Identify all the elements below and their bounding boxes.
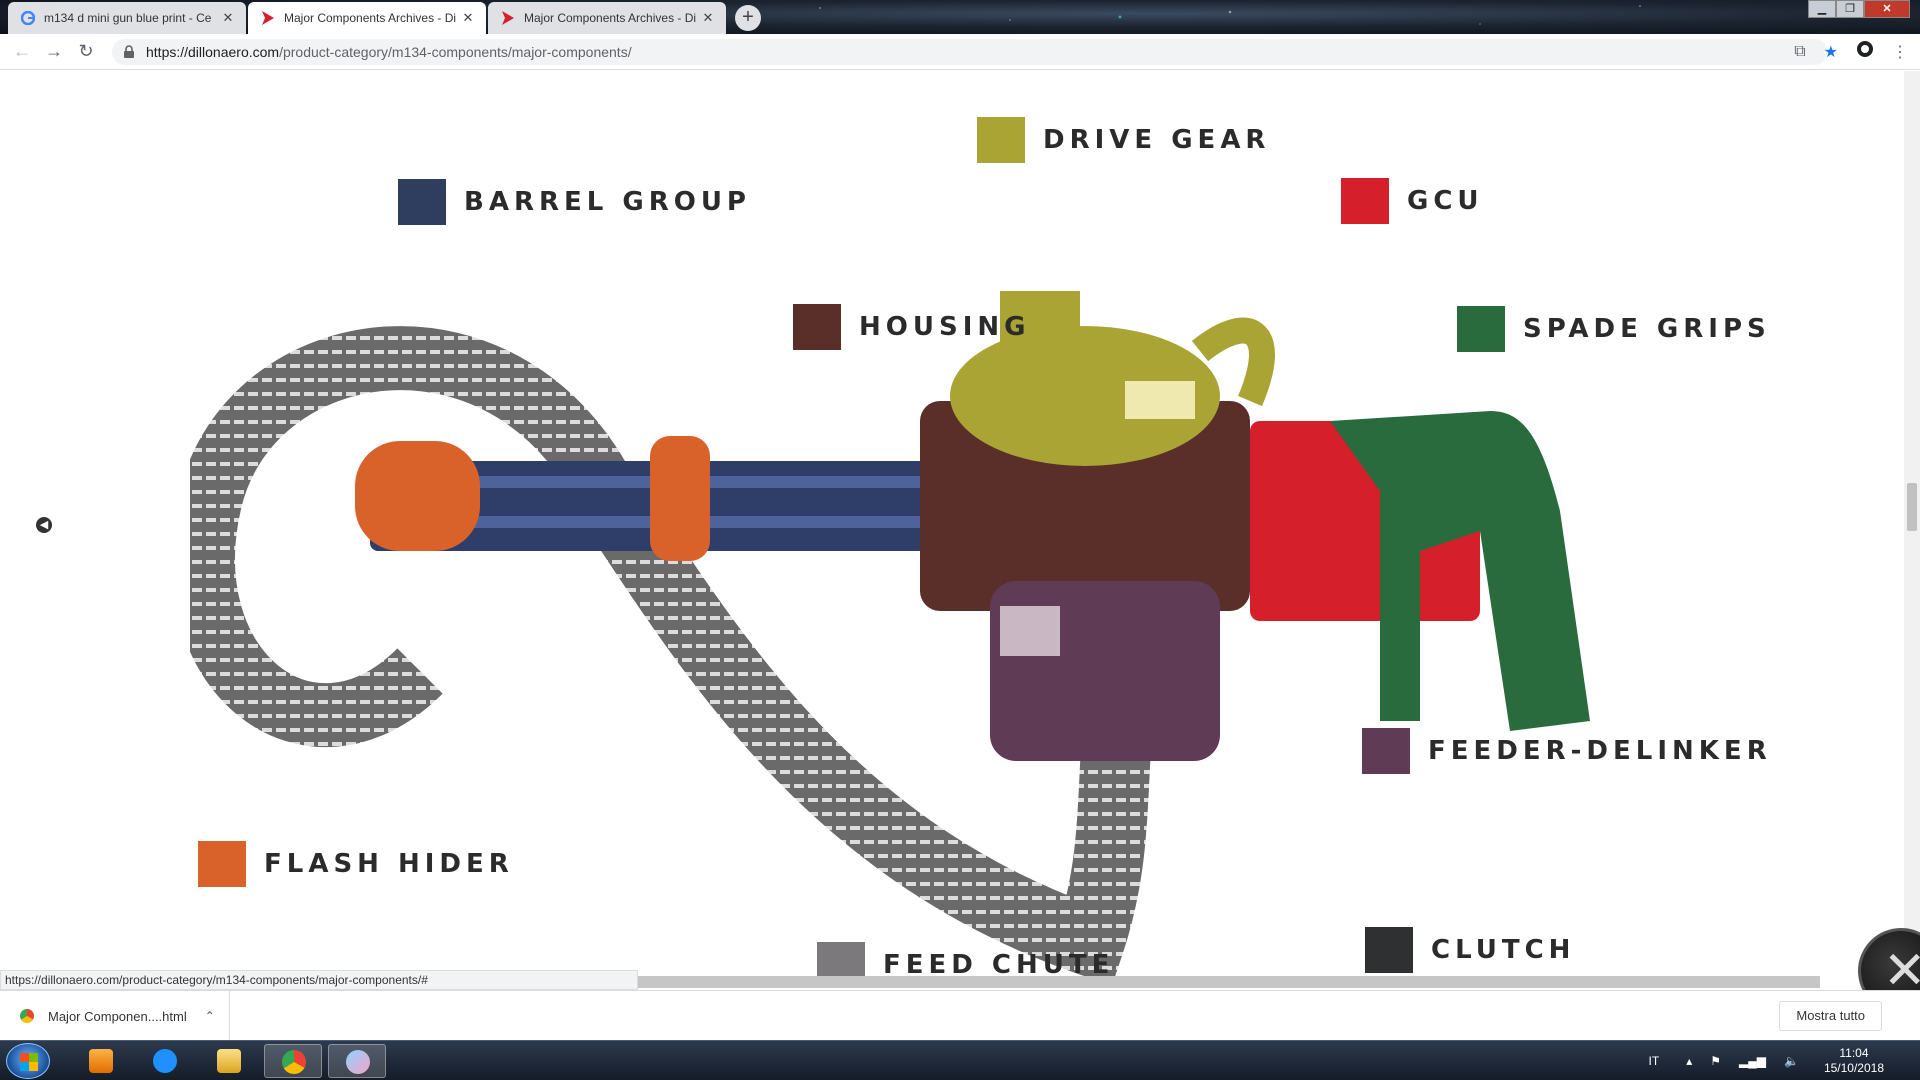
network-signal-icon[interactable]: ▂▄▆ bbox=[1739, 1054, 1766, 1068]
taskbar-file-explorer[interactable] bbox=[200, 1044, 258, 1078]
download-filename: Major Componen....html bbox=[48, 1008, 187, 1024]
media-player-icon bbox=[89, 1049, 113, 1073]
feed-chute-swatch bbox=[817, 942, 865, 976]
feed-chute-part bbox=[580, 481, 1155, 976]
drive-gear-part bbox=[950, 326, 1220, 466]
vertical-scrollbar[interactable] bbox=[1904, 71, 1920, 976]
download-shelf: Major Componen....html ⌃ Mostra tutto bbox=[0, 990, 1920, 1041]
tab-title: m134 d mini gun blue print - Ce bbox=[44, 11, 212, 25]
taskbar-chrome[interactable] bbox=[264, 1044, 322, 1078]
bookmark-star-icon[interactable]: ★ bbox=[1823, 43, 1838, 61]
back-circle-icon[interactable]: ◀ bbox=[36, 517, 52, 533]
drive-gear-swatch bbox=[977, 117, 1025, 163]
close-window-button[interactable]: ✕ bbox=[1864, 0, 1910, 18]
close-tab-icon[interactable]: ✕ bbox=[702, 10, 714, 25]
tab-major-components[interactable]: Major Components Archives - Di ✕ bbox=[488, 2, 726, 34]
barrel-group-swatch bbox=[398, 179, 446, 225]
chevron-up-icon[interactable]: ⌃ bbox=[204, 1009, 215, 1023]
feed-chute-part bbox=[190, 326, 639, 748]
label-flash-hider: FLASH HIDER bbox=[198, 841, 514, 887]
lock-icon bbox=[124, 45, 134, 58]
spade-grips-swatch bbox=[1457, 306, 1505, 352]
volume-icon[interactable]: 🔈 bbox=[1783, 1054, 1799, 1068]
browser-toolbar: ← → ↻ https://dillonaero.com/product-cat… bbox=[0, 34, 1920, 70]
windows-logo-icon bbox=[20, 1053, 38, 1071]
window-title-bar: m134 d mini gun blue print - Ce ✕ Major … bbox=[0, 0, 1920, 34]
taskbar-internet-explorer[interactable] bbox=[136, 1044, 194, 1078]
language-indicator[interactable]: IT bbox=[1648, 1054, 1660, 1068]
vertical-scroll-thumb[interactable] bbox=[1907, 483, 1917, 531]
tab-title: Major Components Archives - Di bbox=[284, 11, 457, 25]
chrome-file-icon bbox=[20, 1009, 34, 1023]
label-clutch: CLUTCH bbox=[1365, 927, 1575, 973]
taskbar-paint[interactable] bbox=[328, 1044, 386, 1078]
show-all-button[interactable]: Mostra tutto bbox=[1779, 1001, 1882, 1031]
spade-grips-part bbox=[1330, 411, 1590, 731]
new-tab-button[interactable]: + bbox=[735, 5, 761, 31]
label-text: CLUTCH bbox=[1431, 935, 1576, 965]
barrel-clamp-part bbox=[650, 436, 710, 561]
horizontal-scrollbar[interactable] bbox=[638, 976, 1820, 988]
close-tab-icon[interactable]: ✕ bbox=[222, 10, 234, 25]
profile-avatar-icon[interactable] bbox=[1856, 40, 1874, 63]
menu-kebab-icon[interactable]: ⋮ bbox=[1892, 43, 1908, 61]
action-center-flag-icon[interactable]: ⚑ bbox=[1710, 1054, 1722, 1068]
label-text: SPADE GRIPS bbox=[1523, 314, 1771, 344]
housing-part bbox=[920, 401, 1250, 611]
tab-major-components-active[interactable]: Major Components Archives - Di ✕ bbox=[248, 2, 486, 34]
back-arrow-icon[interactable]: ← bbox=[13, 41, 31, 61]
label-barrel-group: BARREL GROUP bbox=[398, 179, 751, 225]
label-drive-gear: DRIVE GEAR bbox=[977, 117, 1270, 163]
status-bar-url: https://dillonaero.com/product-category/… bbox=[0, 970, 638, 990]
gcu-swatch bbox=[1341, 178, 1389, 224]
google-icon bbox=[20, 10, 36, 26]
m134-minigun-illustration bbox=[190, 291, 1590, 976]
label-text: DRIVE GEAR bbox=[1043, 125, 1271, 155]
tab-title: Major Components Archives - Di bbox=[524, 11, 697, 25]
maximize-button[interactable]: ❐ bbox=[1836, 0, 1864, 18]
label-feed-chute: FEED CHUTE bbox=[817, 942, 1114, 976]
dillon-logo-icon bbox=[500, 10, 516, 26]
window-controls: ▁ ❐ ✕ bbox=[1808, 0, 1910, 18]
download-item[interactable]: Major Componen....html ⌃ bbox=[0, 991, 230, 1041]
translate-icon[interactable]: ⧉ bbox=[1794, 42, 1806, 60]
windows-taskbar: IT ▴ ⚑ ▂▄▆ 🔈 11:04 15/10/2018 bbox=[0, 1040, 1920, 1080]
folder-icon bbox=[217, 1049, 241, 1073]
start-button[interactable] bbox=[6, 1043, 50, 1079]
system-tray: IT ▴ ⚑ ▂▄▆ 🔈 11:04 15/10/2018 bbox=[1640, 1041, 1920, 1080]
dillon-logo-icon bbox=[260, 10, 276, 26]
internet-explorer-icon bbox=[153, 1049, 177, 1073]
flash-hider-part bbox=[355, 441, 480, 551]
label-feeder-delinker: FEEDER-DELINKER bbox=[1362, 728, 1772, 774]
tab-google-search[interactable]: m134 d mini gun blue print - Ce ✕ bbox=[8, 2, 246, 34]
label-text: FEED CHUTE bbox=[883, 950, 1115, 976]
label-housing: HOUSING bbox=[793, 304, 1030, 350]
page-content: DRIVE GEAR BARREL GROUP GCU HOUSING SPAD… bbox=[0, 71, 1904, 976]
feeder-delinker-swatch bbox=[1362, 728, 1410, 774]
taskbar-media-player[interactable] bbox=[72, 1044, 130, 1078]
reload-icon[interactable]: ↻ bbox=[78, 41, 94, 61]
url-path: /product-category/m134-components/major-… bbox=[279, 44, 632, 60]
chrome-icon bbox=[282, 1050, 306, 1074]
label-gcu: GCU bbox=[1341, 178, 1484, 224]
clock-date: 15/10/2018 bbox=[1823, 1061, 1884, 1075]
clutch-swatch bbox=[1365, 927, 1413, 973]
address-bar[interactable]: https://dillonaero.com/product-category/… bbox=[112, 39, 1827, 65]
taskbar-clock[interactable]: 11:04 15/10/2018 bbox=[1824, 1046, 1884, 1076]
label-spade-grips: SPADE GRIPS bbox=[1457, 306, 1771, 352]
label-text: HOUSING bbox=[859, 312, 1031, 342]
label-text: GCU bbox=[1407, 186, 1484, 216]
clock-time: 11:04 bbox=[1839, 1046, 1869, 1060]
flash-hider-swatch bbox=[198, 841, 246, 887]
url-host: https://dillonaero.com bbox=[146, 44, 280, 60]
label-text: FLASH HIDER bbox=[264, 849, 514, 879]
minimize-button[interactable]: ▁ bbox=[1808, 0, 1836, 18]
close-tab-icon[interactable]: ✕ bbox=[462, 10, 474, 25]
paint-palette-icon bbox=[346, 1050, 370, 1074]
tray-expand-icon[interactable]: ▴ bbox=[1686, 1054, 1693, 1068]
label-text: FEEDER-DELINKER bbox=[1428, 736, 1772, 766]
forward-arrow-icon[interactable]: → bbox=[45, 41, 63, 61]
housing-swatch bbox=[793, 304, 841, 350]
label-text: BARREL GROUP bbox=[464, 187, 751, 217]
